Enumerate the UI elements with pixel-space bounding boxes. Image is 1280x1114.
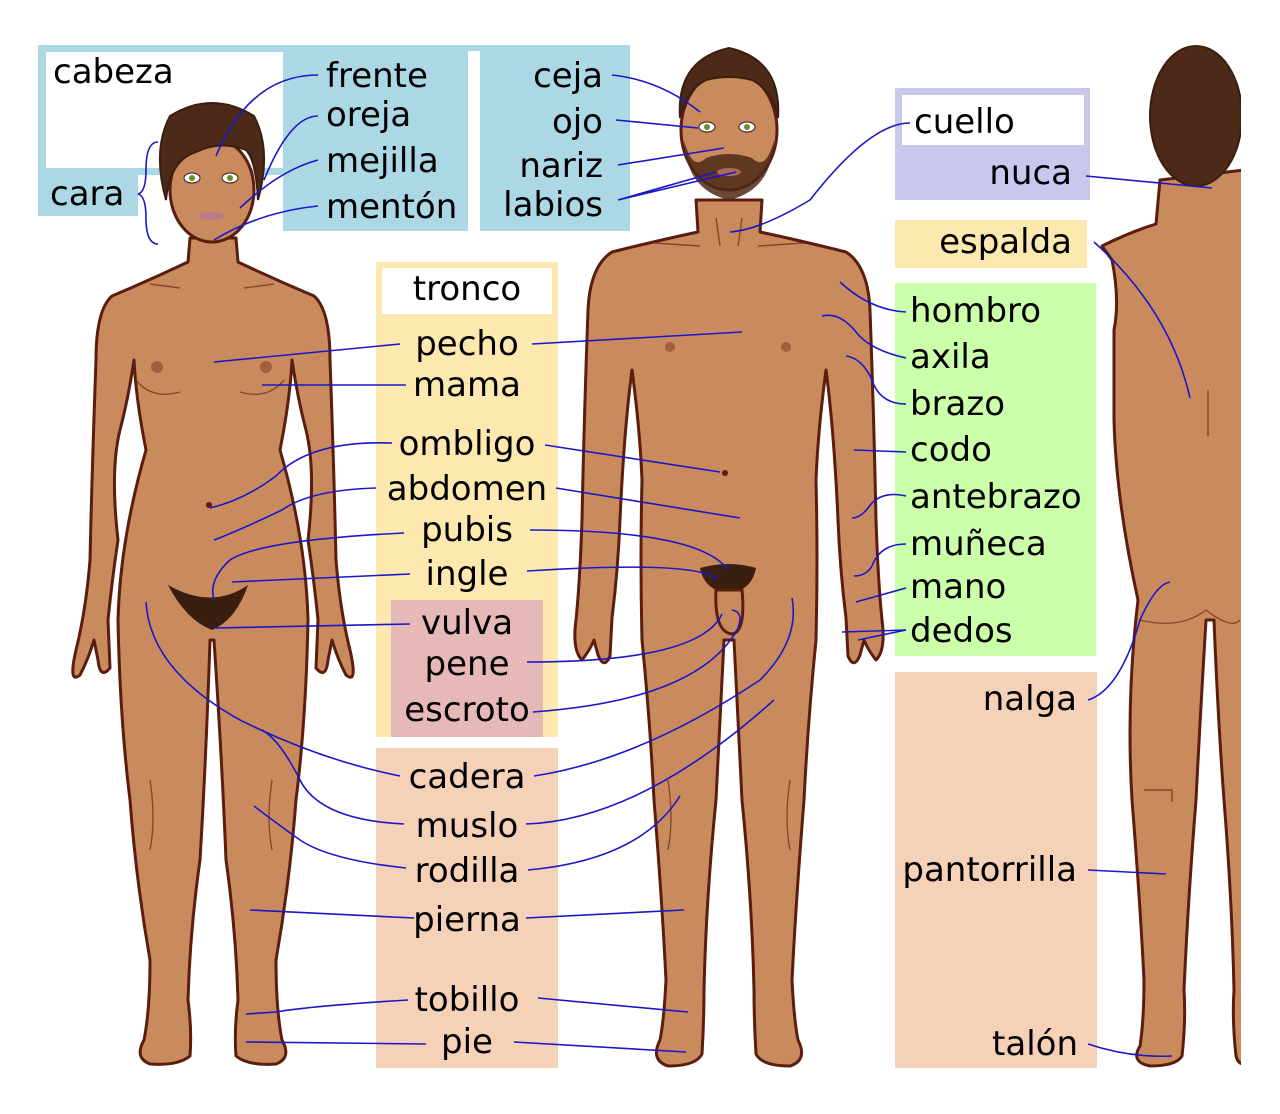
female-lips [198,212,224,220]
box-arm [895,283,1096,656]
box-cuello-inner [902,95,1084,145]
male-navel [722,470,728,476]
box-head-features-right [480,45,630,231]
label-labios: labios [503,185,603,225]
male-nipple-left [665,342,675,352]
label-hombro: hombro [910,291,1041,331]
back-head [1149,45,1243,187]
male-nipple-right [781,342,791,352]
label-ceja: ceja [533,56,603,96]
male-penis [714,588,745,636]
label-mama: mama [413,365,521,405]
group-label-cuello: cuello [914,102,1015,142]
label-escroto: escroto [404,690,530,730]
label-codo: codo [910,430,992,470]
male-lips [717,168,741,176]
label-pierna: pierna [413,900,521,940]
label-abdomen: abdomen [387,469,547,509]
box-leg-right [895,672,1097,1068]
box-tronco-inner [382,268,552,314]
text-labels: cabeza cara frente oreja mejilla mentón … [50,52,1082,1064]
male-hair [678,46,780,119]
male-pubic-hair [700,564,756,594]
box-head-features-left [283,45,468,231]
box-leg-center [376,748,558,1068]
label-pene: pene [425,644,510,684]
group-label-tronco: tronco [413,269,521,309]
label-talon: talón [992,1024,1078,1064]
female-nipple-left [151,361,163,373]
label-cadera: cadera [409,757,526,797]
label-ombligo: ombligo [399,424,536,464]
label-ingle: ingle [426,554,509,594]
label-mano: mano [910,567,1006,607]
label-menton: mentón [326,187,457,227]
female-navel [206,502,212,508]
female-nipple-right [260,361,272,373]
female-body [71,236,355,1066]
label-vulva: vulva [421,603,513,643]
label-pantorrilla: pantorrilla [902,850,1077,890]
box-cara [38,172,138,216]
label-nuca: nuca [989,153,1072,193]
label-ojo: ojo [552,102,603,142]
back-figure [1100,40,1280,1114]
box-head-top-strip [38,45,630,51]
label-axila: axila [910,337,991,377]
label-rodilla: rodilla [415,851,520,891]
label-nalga: nalga [983,679,1077,719]
label-muneca: muñeca [910,524,1047,564]
male-figure-front [573,46,885,1068]
label-espalda: espalda [939,222,1072,262]
label-tobillo: tobillo [415,980,520,1020]
label-boxes [38,45,1097,1068]
label-antebrazo: antebrazo [910,477,1082,517]
female-figure-front [71,102,355,1066]
group-label-cara: cara [50,174,124,214]
label-brazo: brazo [910,384,1005,424]
label-frente: frente [326,56,428,96]
label-mejilla: mejilla [326,141,439,181]
label-pie: pie [441,1022,493,1062]
back-body [1100,168,1246,1068]
female-hair [158,102,266,201]
female-pubic-hair [168,585,248,630]
label-pecho: pecho [415,324,519,364]
label-oreja: oreja [326,95,411,135]
back-crop-edge [1241,40,1280,1114]
label-dedos: dedos [910,611,1013,651]
label-nariz: nariz [519,146,603,186]
leader-lines [145,74,1213,1058]
box-espalda [895,220,1087,268]
face-bracket [137,141,159,245]
label-muslo: muslo [416,806,519,846]
group-label-cabeza: cabeza [53,52,174,92]
label-pubis: pubis [421,510,513,550]
box-genitals [391,600,543,737]
